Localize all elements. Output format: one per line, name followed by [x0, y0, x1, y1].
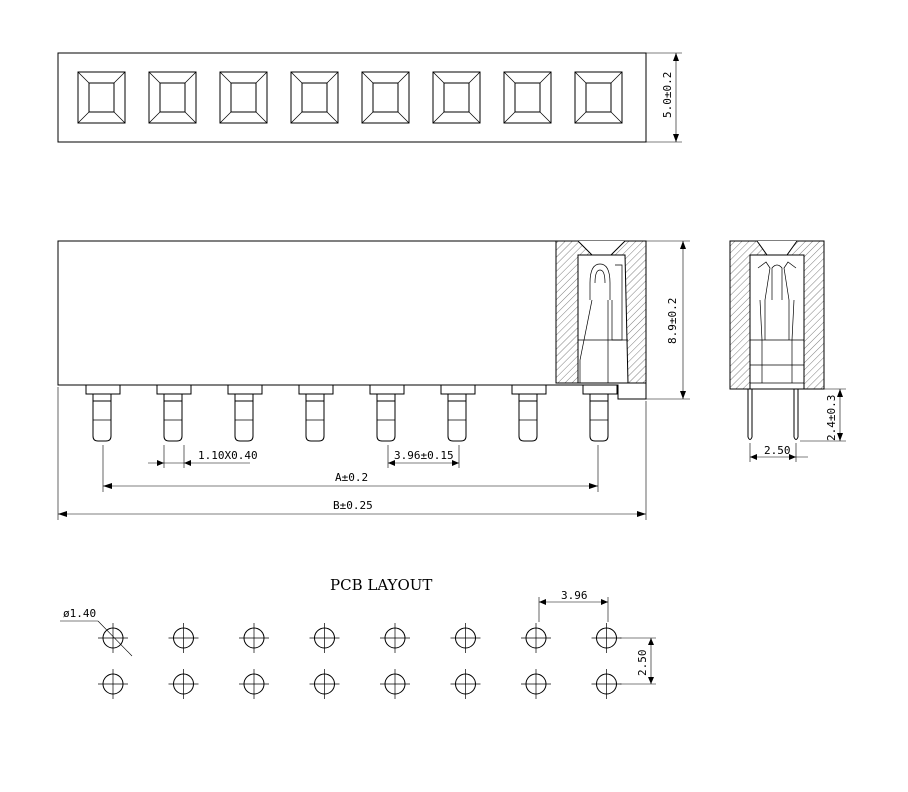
- standoff: [511, 384, 547, 395]
- pcb-layout: PCB LAYOUT ø1.40 3.96 2.50: [60, 576, 656, 699]
- dim-a: A±0.2: [102, 445, 599, 492]
- pcb-hole: [521, 669, 551, 699]
- standoff: [440, 384, 476, 395]
- top-height-label: 5.0±0.2: [661, 72, 674, 118]
- pin-size-label: 1.10X0.40: [198, 449, 258, 462]
- pin: [92, 393, 112, 442]
- side-pin-spacing-label: 2.50: [764, 444, 791, 457]
- standoff: [227, 384, 263, 395]
- pcb-hole: [98, 623, 128, 653]
- pcb-hole: [380, 623, 410, 653]
- top-view-housing: [57, 52, 647, 143]
- top-cavity: [219, 71, 268, 124]
- pcb-layout-title: PCB LAYOUT: [330, 576, 432, 594]
- standoff: [582, 384, 618, 395]
- dim-b-label: B±0.25: [333, 499, 373, 512]
- pcb-hole: [239, 669, 269, 699]
- standoff: [298, 384, 334, 395]
- front-view-pins: [92, 393, 609, 442]
- top-cavity: [361, 71, 410, 124]
- top-cavity: [77, 71, 126, 124]
- top-cavity: [503, 71, 552, 124]
- pcb-pitch-label: 3.96: [561, 589, 588, 602]
- top-cavity: [290, 71, 339, 124]
- pcb-hole: [239, 623, 269, 653]
- hole-diameter-callout: ø1.40: [60, 607, 133, 657]
- standoff: [85, 384, 121, 395]
- pcb-row-dimension: 2.50: [620, 637, 656, 685]
- front-view-notches: [85, 384, 618, 395]
- pcb-hole: [309, 623, 340, 653]
- pcb-hole: [591, 669, 622, 699]
- side-pin-spacing-dimension: 2.50: [749, 443, 808, 462]
- pcb-hole: [380, 669, 410, 699]
- pcb-hole: [168, 669, 199, 699]
- pitch-dimension: 3.96±0.15: [387, 445, 460, 468]
- top-view: 5.0±0.2: [57, 52, 682, 143]
- body-height-dimension: 8.9±0.2: [646, 240, 690, 400]
- front-view: 8.9±0.2 1.10X0.40 3.96±0.15 A: [57, 240, 690, 520]
- pcb-holes: [98, 623, 622, 699]
- standoff: [369, 384, 405, 395]
- pcb-hole: [98, 669, 128, 699]
- pcb-hole: [450, 623, 481, 653]
- dim-b: B±0.25: [57, 387, 647, 520]
- pcb-pitch-dimension: 3.96: [538, 589, 609, 622]
- pin-tail-label: 2.4±0.3: [825, 395, 838, 441]
- standoff: [156, 384, 192, 395]
- top-cavity: [432, 71, 481, 124]
- top-cavity: [574, 71, 623, 124]
- pin-size-dimension: 1.10X0.40: [148, 445, 258, 468]
- pin: [305, 393, 325, 442]
- pcb-row-label: 2.50: [636, 650, 649, 677]
- pitch-label: 3.96±0.15: [394, 449, 454, 462]
- pin: [447, 393, 467, 442]
- dim-a-label: A±0.2: [335, 471, 368, 484]
- side-pin-right: [793, 389, 799, 440]
- pin: [234, 393, 254, 442]
- pin-tail-dimension: 2.4±0.3: [825, 389, 843, 441]
- side-pin-left: [747, 389, 753, 440]
- pin: [589, 393, 609, 442]
- body-height-label: 8.9±0.2: [666, 298, 679, 344]
- pin: [376, 393, 396, 442]
- pin: [518, 393, 538, 442]
- pcb-hole: [521, 623, 551, 653]
- hole-diameter-label: ø1.40: [63, 607, 96, 620]
- pcb-hole: [450, 669, 481, 699]
- pcb-hole: [168, 623, 199, 653]
- top-height-dimension: 5.0±0.2: [646, 52, 682, 143]
- top-cavity: [148, 71, 197, 124]
- pin: [163, 393, 183, 442]
- front-view-section: [555, 240, 647, 384]
- pcb-hole: [591, 623, 622, 653]
- top-view-cavities: [77, 71, 623, 124]
- side-view: 2.4±0.3 2.50: [729, 240, 846, 462]
- pcb-hole: [309, 669, 340, 699]
